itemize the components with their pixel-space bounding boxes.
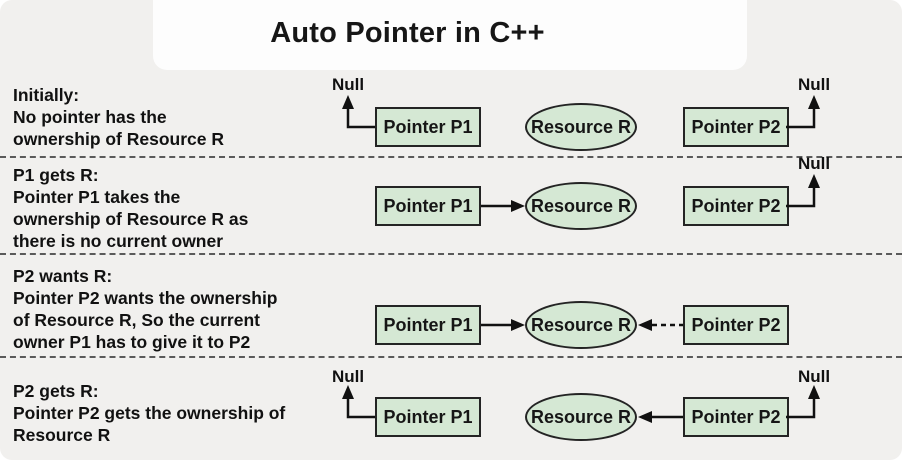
row-text-line: there is no current owner xyxy=(13,231,224,251)
row-separator xyxy=(0,253,902,255)
row-text-line: Resource R xyxy=(13,425,111,445)
resource-r-node: Resource R xyxy=(525,301,637,349)
null-elbow-arrow-right-icon xyxy=(786,383,828,421)
pointer-p2-node: Pointer P2 xyxy=(683,186,789,226)
row-description: P1 gets R: Pointer P1 takes the ownershi… xyxy=(13,164,248,252)
pointer-p1-node: Pointer P1 xyxy=(375,186,481,226)
title-card: Auto Pointer in C++ xyxy=(153,0,747,70)
pointer-p1-node: Pointer P1 xyxy=(375,305,481,345)
null-label: Null xyxy=(797,75,831,94)
pointer-p1-node: Pointer P1 xyxy=(375,107,481,147)
pointer-p2-node: Pointer P2 xyxy=(683,305,789,345)
row-heading: P1 gets R: xyxy=(13,165,99,185)
null-elbow-arrow-left-icon xyxy=(334,383,376,421)
row-text-line: Pointer P2 wants the ownership xyxy=(13,288,278,308)
row-text-line: No pointer has the xyxy=(13,107,167,127)
row-description: P2 gets R: Pointer P2 gets the ownership… xyxy=(13,380,285,446)
row-heading: Initially: xyxy=(13,85,80,105)
resource-r-node: Resource R xyxy=(525,103,637,151)
null-label: Null xyxy=(331,75,365,94)
null-elbow-arrow-right-icon xyxy=(786,93,828,131)
ownership-arrow-right-icon xyxy=(481,317,525,333)
row-description: P2 wants R: Pointer P2 wants the ownersh… xyxy=(13,265,278,353)
page-title: Auto Pointer in C++ xyxy=(270,16,545,49)
resource-r-node: Resource R xyxy=(525,393,637,441)
resource-r-node: Resource R xyxy=(525,182,637,230)
row-text-line: Pointer P1 takes the xyxy=(13,187,181,207)
row-text-line: owner P1 has to give it to P2 xyxy=(13,332,251,352)
row-description: Initially: No pointer has the ownership … xyxy=(13,84,224,150)
row-heading: P2 gets R: xyxy=(13,381,99,401)
row-text-line: ownership of Resource R as xyxy=(13,209,249,229)
ownership-arrow-right-icon xyxy=(481,198,525,214)
pointer-p1-node: Pointer P1 xyxy=(375,397,481,437)
null-label: Null xyxy=(797,367,831,386)
null-label: Null xyxy=(797,154,831,173)
row-text-line: Pointer P2 gets the ownership of xyxy=(13,403,286,423)
null-elbow-arrow-left-icon xyxy=(334,93,376,131)
row-separator xyxy=(0,156,902,158)
row-text-line: of Resource R, So the current xyxy=(13,310,260,330)
pointer-p2-node: Pointer P2 xyxy=(683,397,789,437)
row-separator xyxy=(0,356,902,358)
row-heading: P2 wants R: xyxy=(13,266,113,286)
request-dashed-arrow-left-icon xyxy=(636,317,684,333)
ownership-arrow-left-icon xyxy=(636,409,684,425)
null-elbow-arrow-right-icon xyxy=(786,172,828,210)
pointer-p2-node: Pointer P2 xyxy=(683,107,789,147)
row-text-line: ownership of Resource R xyxy=(13,129,225,149)
null-label: Null xyxy=(331,367,365,386)
